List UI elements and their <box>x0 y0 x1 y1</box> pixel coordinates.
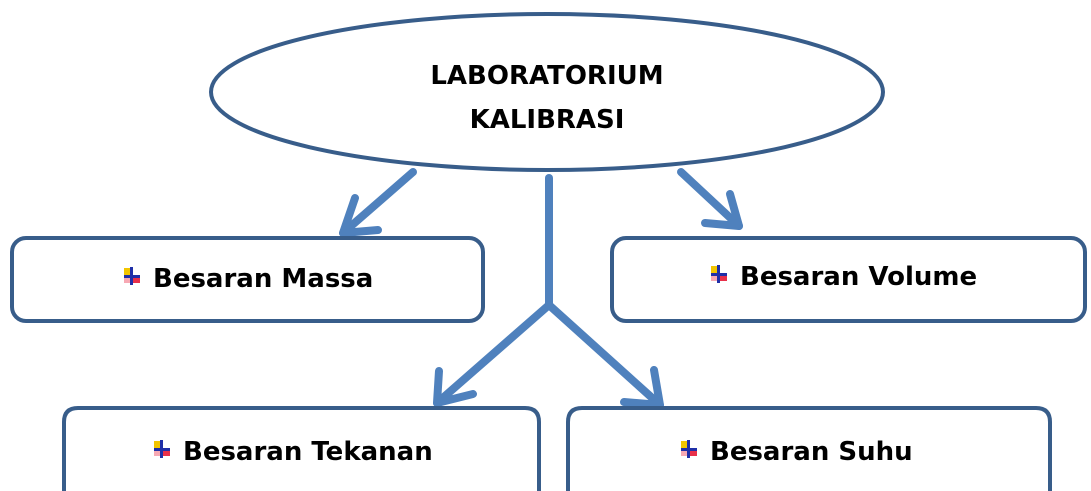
box-volume-label: Besaran Volume <box>740 262 977 292</box>
arrow-line-tekanan <box>433 301 553 407</box>
root-title-line1: LABORATORIUM <box>430 61 663 91</box>
box-besaran-tekanan: Besaran Tekanan <box>62 406 541 491</box>
arrowhead-volume <box>701 190 743 230</box>
box-volume-border <box>610 236 1087 323</box>
arrowhead-massa <box>339 194 382 237</box>
box-tekanan-label: Besaran Tekanan <box>183 437 433 467</box>
box-suhu-label: Besaran Suhu <box>710 437 913 467</box>
box-besaran-suhu: Besaran Suhu <box>566 406 1052 491</box>
box-massa-border <box>10 236 485 323</box>
root-ellipse <box>209 12 885 172</box>
arrow-line-volume <box>677 168 743 230</box>
box-suhu-border <box>566 406 1052 491</box>
box-besaran-massa: Besaran Massa <box>10 236 485 323</box>
arrow-line-suhu <box>545 301 664 409</box>
connectors <box>339 168 743 409</box>
box-massa-label: Besaran Massa <box>153 264 373 294</box>
arrowhead-suhu <box>620 366 664 409</box>
box-tekanan-border <box>62 406 541 491</box>
box-besaran-volume: Besaran Volume <box>610 236 1087 323</box>
arrowhead-tekanan <box>433 367 477 407</box>
arrow-line-massa <box>339 168 417 237</box>
root-node: LABORATORIUM KALIBRASI <box>209 12 885 172</box>
root-title-line2: KALIBRASI <box>470 105 625 135</box>
